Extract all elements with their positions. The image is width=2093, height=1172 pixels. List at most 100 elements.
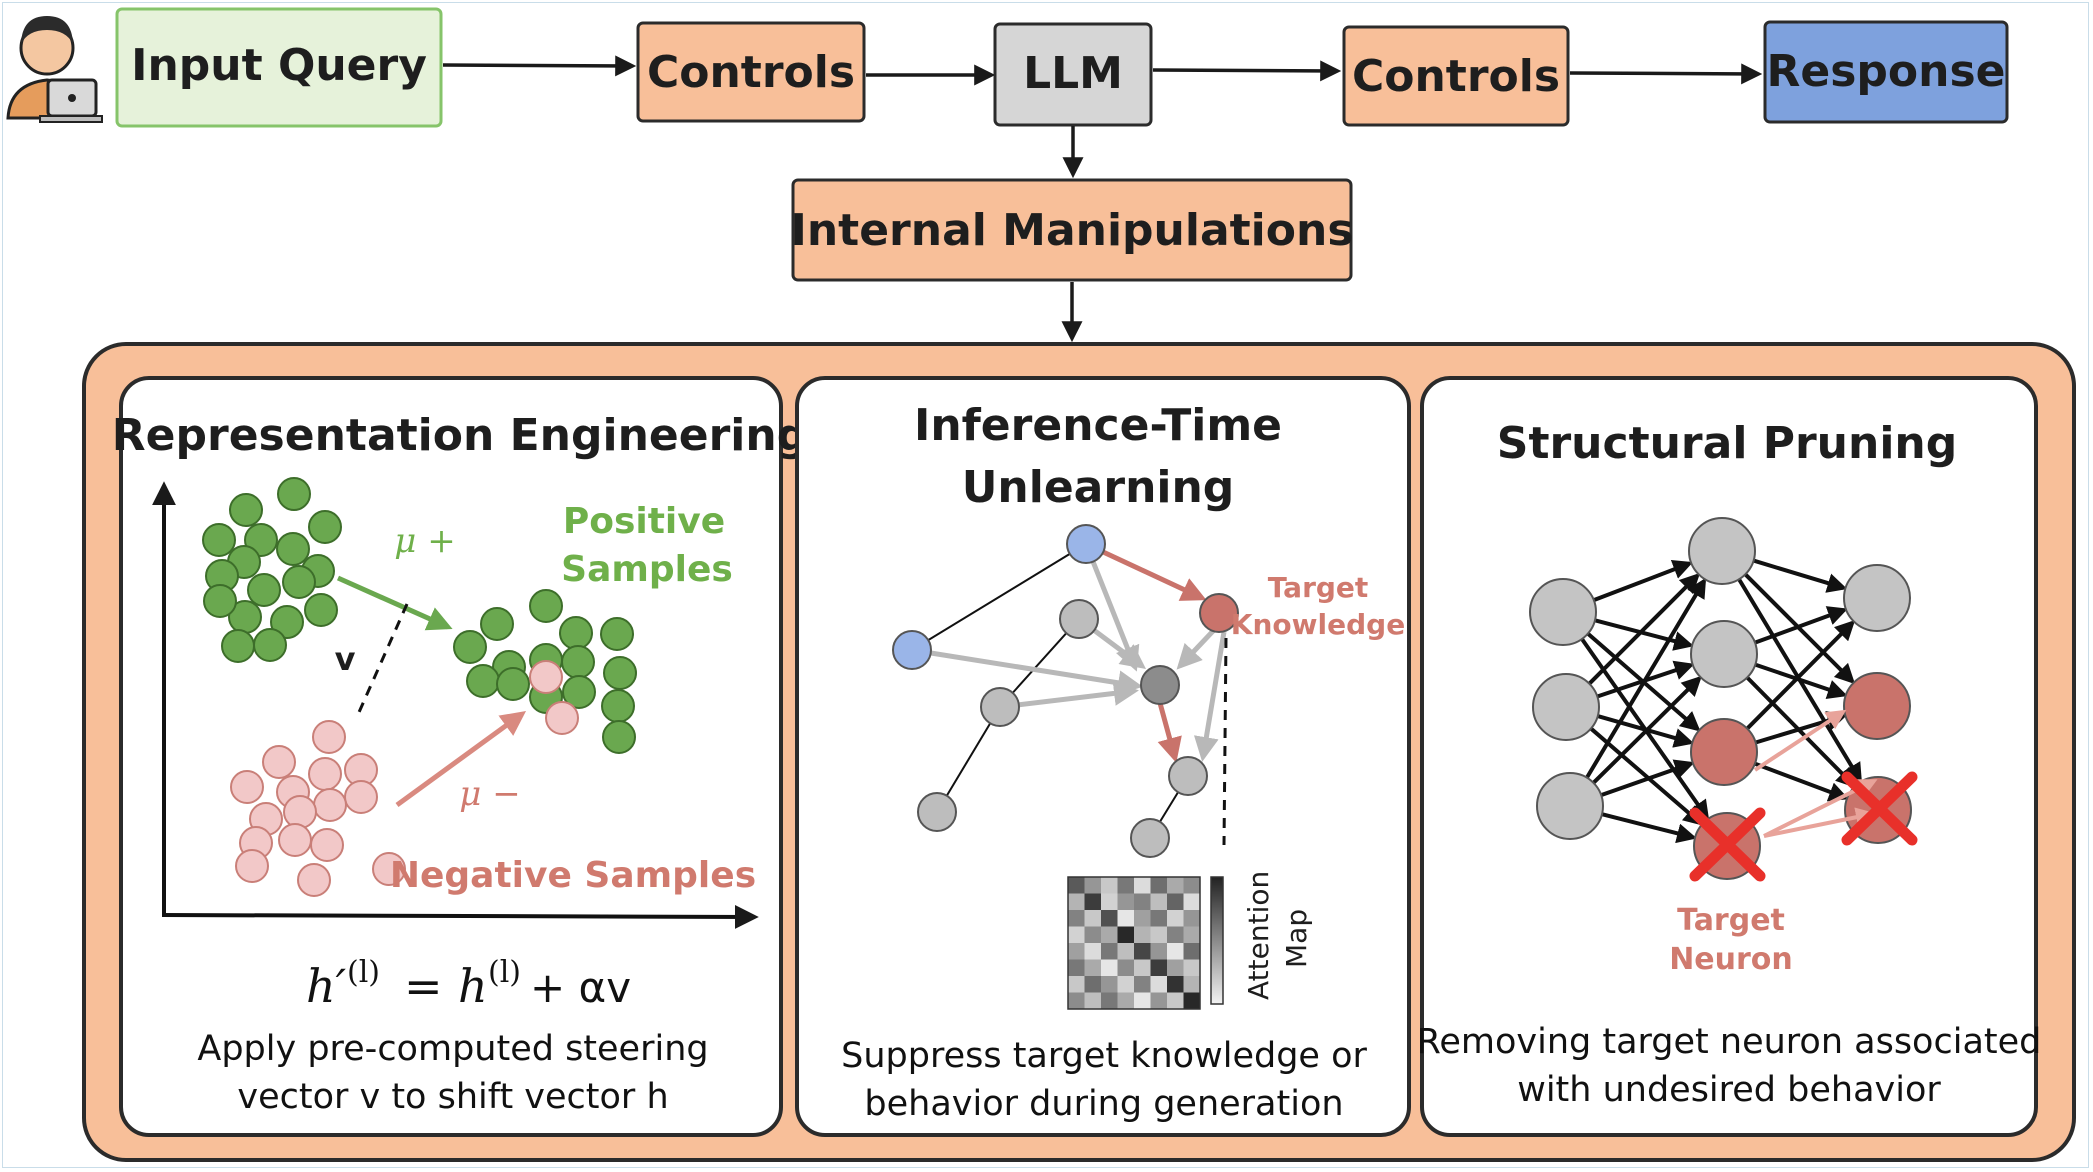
negative-sample-dot — [308, 757, 342, 791]
attention-cell — [1101, 926, 1118, 943]
attention-label-line1: Attention — [1242, 871, 1275, 1000]
neuron — [1536, 772, 1604, 840]
target-knowledge-node — [1199, 593, 1239, 633]
attention-cell — [1150, 877, 1167, 894]
target-knowledge-line1: Target — [1268, 571, 1369, 604]
attention-cell — [1167, 959, 1184, 976]
neural-net-edge — [1597, 714, 1695, 748]
positive-sample-dot — [276, 532, 310, 566]
attention-cell — [1068, 877, 1085, 894]
positive-sample-dot — [282, 565, 316, 599]
attention-cell — [1117, 926, 1134, 943]
attention-cell — [1134, 976, 1151, 993]
controls-pre-box: Controls — [636, 21, 866, 123]
neuron — [1688, 517, 1756, 585]
llm-box: LLM — [993, 22, 1153, 127]
attention-cell — [1183, 877, 1200, 894]
neural-net-edge — [1745, 676, 1857, 788]
negative-sample-dot — [312, 720, 346, 754]
arrow-icon — [1152, 60, 1342, 82]
attention-cell — [1150, 926, 1167, 943]
attention-cell — [1068, 943, 1085, 960]
itu-title-line1: Inference-Time — [914, 400, 1282, 451]
attention-cell — [1084, 943, 1101, 960]
graph-node-hub — [1140, 665, 1180, 705]
sp-caption-line2: with undesired behavior — [1517, 1070, 1941, 1110]
arrow-icon — [442, 55, 637, 77]
steering-dashed-line — [354, 603, 409, 720]
graph-node — [980, 687, 1020, 727]
attention-cell — [1134, 877, 1151, 894]
neural-net-edge — [1754, 606, 1848, 645]
steering-formula: h′ (l) = h (l) + αv — [306, 955, 631, 1013]
negative-sample-dot — [230, 770, 264, 804]
panel-inference-time-unlearning: Inference-Time Unlearning Target — [795, 376, 1411, 1137]
attention-cell — [1183, 959, 1200, 976]
attention-cell — [1150, 959, 1167, 976]
attention-cell — [1101, 910, 1118, 927]
person-laptop-icon — [6, 16, 103, 123]
attention-cell — [1134, 992, 1151, 1009]
graph-node — [1168, 756, 1208, 796]
attention-cell — [1117, 976, 1134, 993]
attention-cell — [1167, 893, 1184, 910]
attention-map-border — [1067, 876, 1201, 1010]
attention-cell — [1117, 992, 1134, 1009]
neural-net-edge — [1592, 675, 1702, 785]
mu-minus-arrow — [395, 711, 527, 808]
graph-node — [1059, 599, 1099, 639]
attention-cell — [1084, 910, 1101, 927]
neuron — [1690, 718, 1758, 786]
neural-net-edge — [1587, 572, 1701, 686]
neural-net-edge — [1593, 559, 1694, 603]
panel-structural-pruning: Structural Pruning Target Neuron Removin… — [1417, 376, 2041, 1137]
negative-sample-dot — [545, 701, 579, 735]
negative-sample-dot — [529, 660, 563, 694]
negative-sample-dot — [310, 828, 344, 862]
formula-rhs: h — [458, 959, 488, 1013]
cross-icon — [1841, 771, 1918, 846]
mu-plus-arrow — [336, 575, 453, 631]
neuron — [1532, 673, 1600, 741]
attention-cell — [1150, 976, 1167, 993]
negative-sample-dot — [262, 745, 296, 779]
response-box: Response — [1763, 20, 2009, 124]
positive-sample-dot — [529, 589, 563, 623]
attention-cell — [1101, 943, 1118, 960]
controls-post-box: Controls — [1342, 25, 1570, 127]
positive-sample-dot — [202, 523, 236, 557]
itu-title-line2: Unlearning — [962, 462, 1235, 513]
attention-colorbar — [1210, 876, 1224, 1005]
attention-cell — [1183, 943, 1200, 960]
positive-sample-dot — [277, 477, 311, 511]
neural-net-edge — [1754, 761, 1849, 802]
attention-cell — [1134, 893, 1151, 910]
sp-title: Structural Pruning — [1497, 418, 1957, 469]
controls-pre-label: Controls — [647, 47, 855, 98]
attention-cell — [1167, 976, 1184, 993]
positive-sample-dot — [559, 616, 593, 650]
neural-net-edge — [1754, 662, 1848, 700]
itu-caption-line1: Suppress target knowledge or — [841, 1036, 1367, 1076]
positive-sample-dot — [466, 664, 500, 698]
itu-caption-line2: behavior during generation — [864, 1084, 1343, 1124]
attention-cell — [1068, 893, 1085, 910]
positive-sample-dot — [304, 593, 338, 627]
attention-cell — [1167, 943, 1184, 960]
attention-cell — [1134, 910, 1151, 927]
attention-cell — [1068, 910, 1085, 927]
panel-representation-engineering: Representation Engineering μ + μ − v Pos… — [112, 376, 808, 1137]
graph-node — [1130, 818, 1170, 858]
positive-sample-dot — [601, 689, 635, 723]
mu-minus-label: μ − — [459, 774, 520, 814]
target-neuron-line2: Neuron — [1669, 942, 1793, 977]
negative-cluster — [230, 720, 406, 897]
input-query-box: Input Query — [115, 7, 443, 128]
neural-net-edge — [1601, 812, 1697, 844]
positive-sample-dot — [602, 720, 636, 754]
internal-manipulations-label: Internal Manipulations — [790, 205, 1353, 256]
attention-cell — [1183, 893, 1200, 910]
positive-sample-dot — [562, 675, 596, 709]
